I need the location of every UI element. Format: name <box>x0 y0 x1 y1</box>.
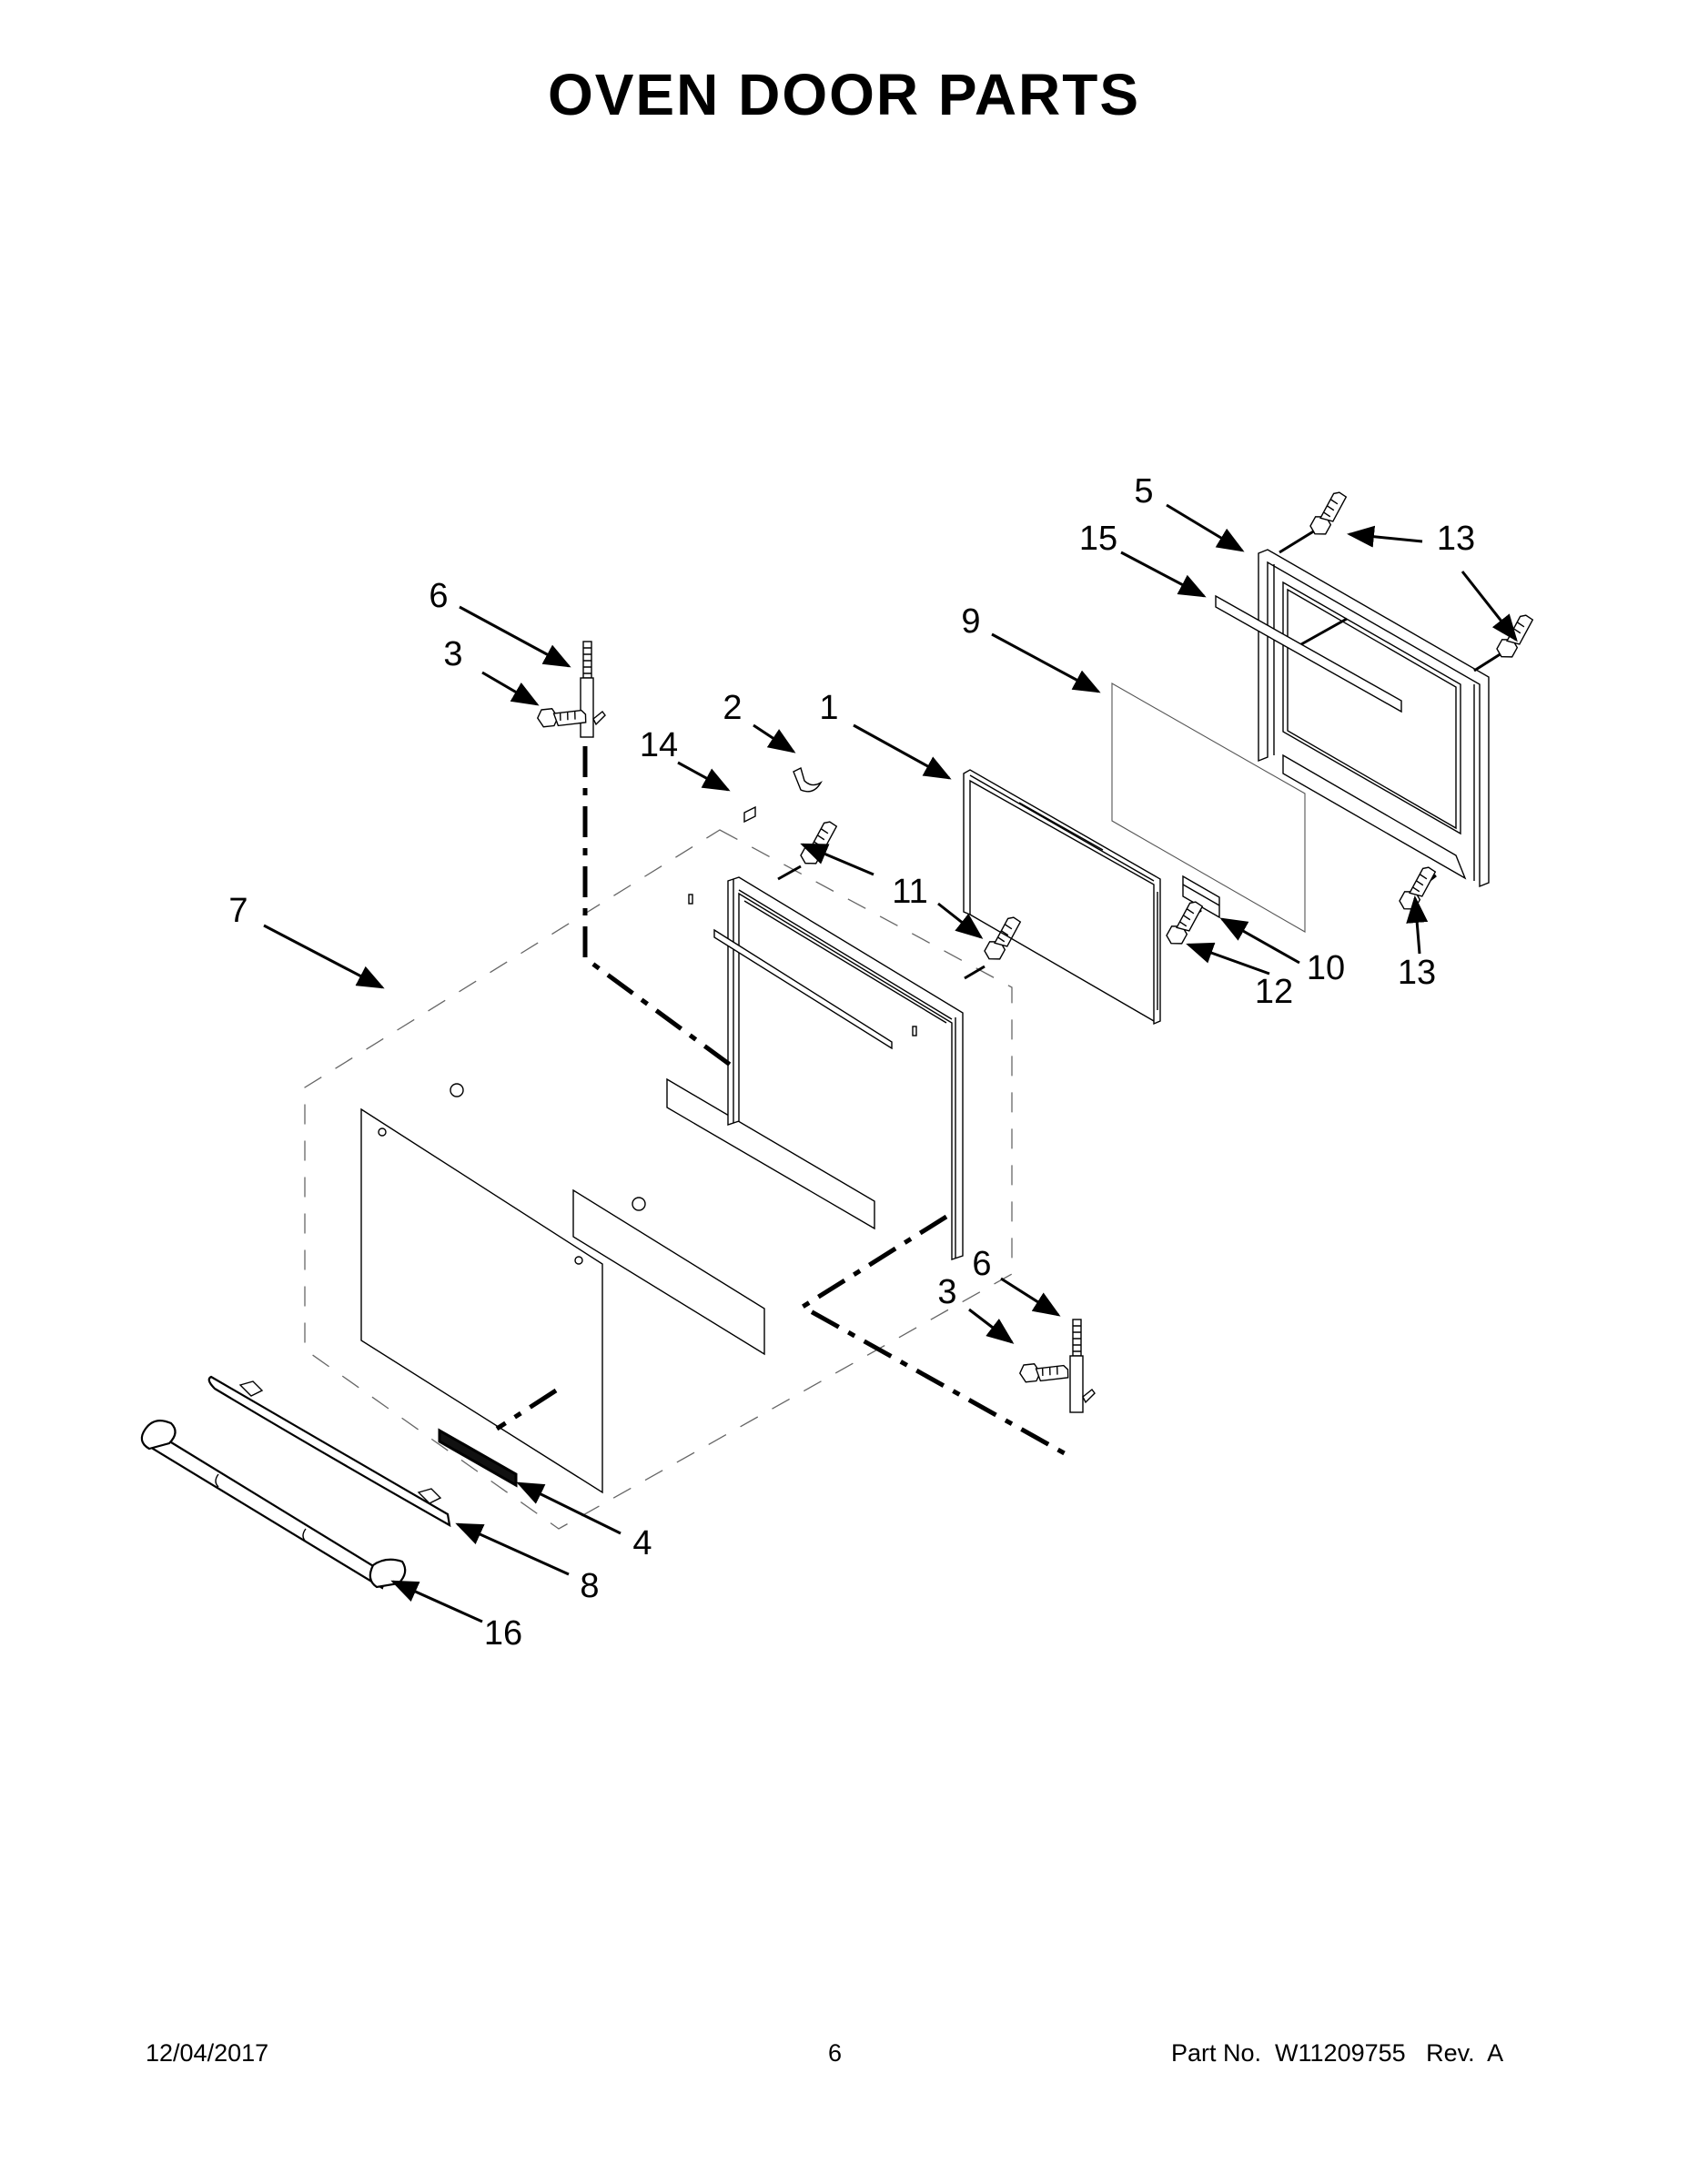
rear-frame-screw-right <box>1473 611 1545 672</box>
nameplate-badge <box>438 1428 518 1488</box>
footer-page-number: 6 <box>828 2039 843 2067</box>
clip <box>793 766 823 793</box>
outer-glass-panel <box>360 1083 646 1494</box>
callout-15: 15 <box>1078 520 1118 558</box>
hinge-centerlines <box>495 746 1071 1459</box>
door-assembly-outline <box>304 829 1013 1530</box>
callout-6: 6 <box>429 577 449 615</box>
small-clip <box>743 805 756 824</box>
callout-12: 12 <box>1254 973 1294 1011</box>
callout-leaders <box>263 503 1518 1623</box>
callout-6: 6 <box>972 1245 992 1283</box>
callout-13: 13 <box>1397 954 1437 992</box>
callout-13: 13 <box>1436 520 1476 558</box>
inner-frame <box>688 876 964 1260</box>
middle-strip <box>572 1188 765 1356</box>
support-rail <box>1215 594 1402 713</box>
hinge-screw-right <box>1016 1349 1073 1399</box>
callout-2: 2 <box>723 689 743 727</box>
callout-1: 1 <box>819 689 839 727</box>
callout-14: 14 <box>639 726 679 764</box>
bracket-screw <box>1157 897 1215 949</box>
rear-frame-screw-top <box>1279 488 1359 554</box>
upper-strip <box>666 1077 875 1230</box>
glass-bracket <box>1182 875 1220 919</box>
frame-screw-upper <box>777 817 849 881</box>
callout-3: 3 <box>443 635 463 673</box>
callout-8: 8 <box>580 1567 600 1605</box>
callout-11: 11 <box>892 873 928 911</box>
hinge-right <box>1069 1319 1096 1413</box>
door-handle <box>140 1419 407 1590</box>
callout-4: 4 <box>632 1524 652 1562</box>
hinge-left <box>580 641 606 738</box>
rear-frame-screw-bottom <box>1390 863 1448 915</box>
rear-door-frame <box>1258 549 1490 888</box>
callout-10: 10 <box>1306 949 1346 987</box>
callout-9: 9 <box>961 602 981 641</box>
handle-trim <box>207 1375 451 1528</box>
callout-16: 16 <box>483 1614 523 1653</box>
footer-part-number: Part No. W11209755 Rev. A <box>1171 2039 1504 2067</box>
callout-3: 3 <box>937 1273 957 1311</box>
callout-5: 5 <box>1134 472 1154 511</box>
inner-door-frame <box>963 769 1161 1026</box>
footer-date: 12/04/2017 <box>146 2039 269 2067</box>
callout-7: 7 <box>228 892 248 930</box>
door-glass <box>1111 682 1306 933</box>
frame-screw-lower <box>964 913 1033 980</box>
page-title: OVEN DOOR PARTS <box>547 62 1141 127</box>
